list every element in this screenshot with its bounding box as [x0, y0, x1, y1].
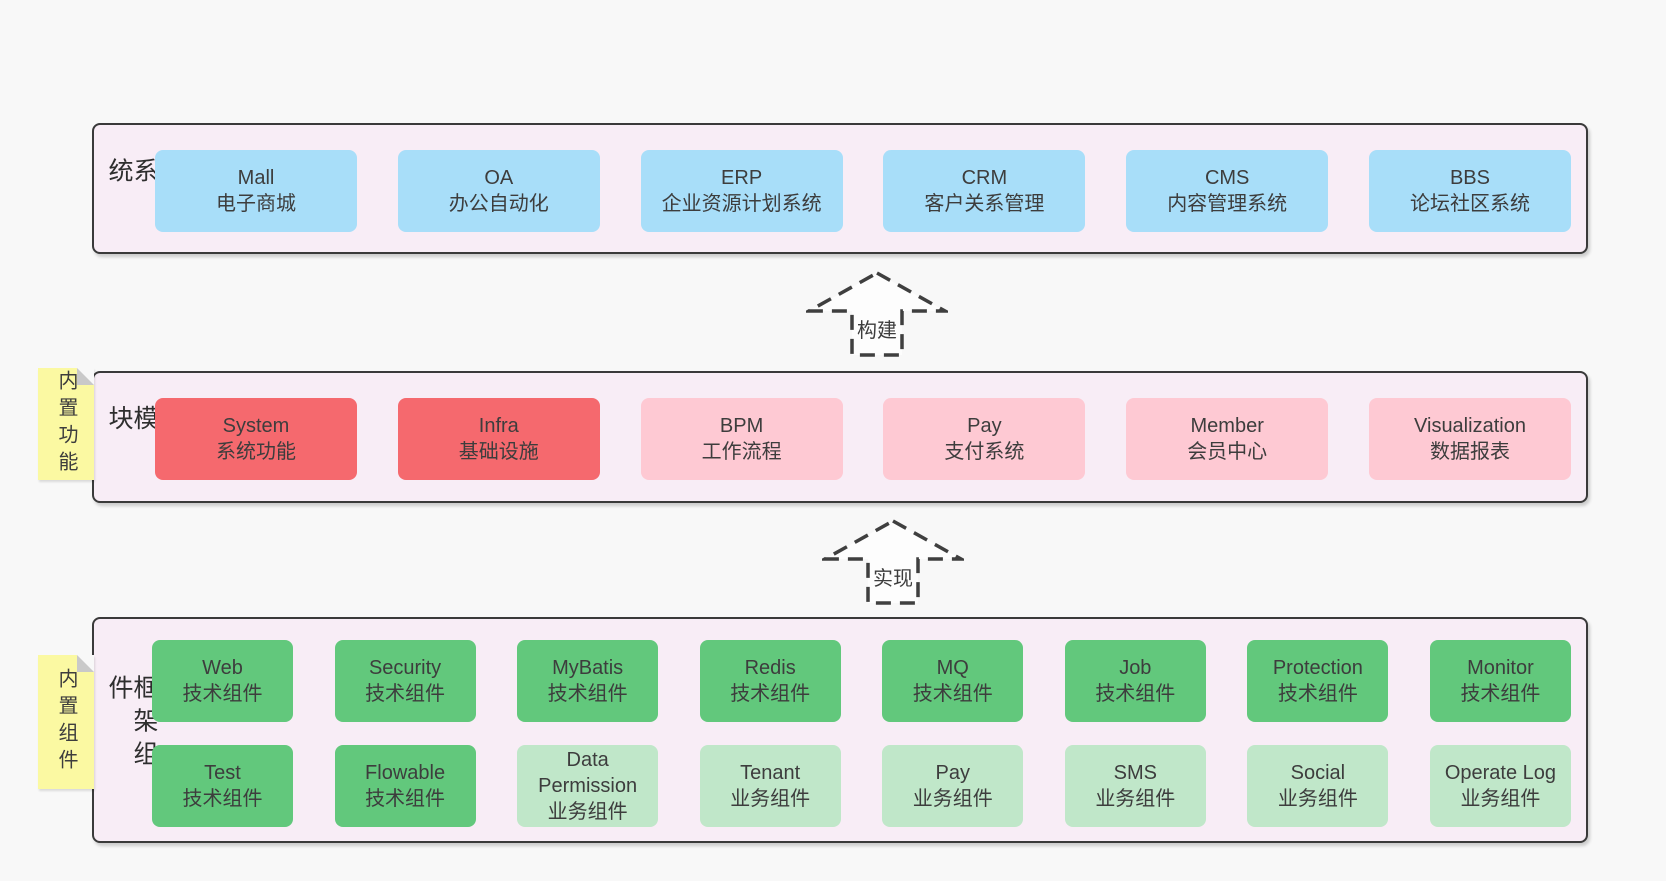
box-redis: Redis 技术组件	[699, 640, 841, 722]
dashed-up-arrow-icon	[822, 518, 964, 605]
box-sms: SMS 业务组件	[1064, 745, 1206, 827]
box-visualization: Visualization 数据报表	[1368, 398, 1571, 480]
box-protection: Protection 技术组件	[1247, 640, 1389, 722]
box-mq: MQ 技术组件	[882, 640, 1024, 722]
box-infra: Infra 基础设施	[397, 398, 600, 480]
box-flowable: Flowable 技术组件	[334, 745, 476, 827]
band-common-modules: 通用模块 System 系统功能 Infra 基础设施 BPM 工作流程 Pay…	[92, 371, 1588, 503]
folded-corner-icon	[77, 368, 94, 385]
box-erp: ERP 企业资源计划系统	[640, 150, 843, 232]
box-system: System 系统功能	[155, 398, 357, 480]
box-security: Security 技术组件	[334, 640, 476, 722]
box-data-permission: Data Permission 业务组件	[517, 745, 659, 827]
band-label-framework-components: 框架组件	[105, 674, 158, 774]
up-arrow-build: 构建	[806, 270, 948, 358]
box-social: Social 业务组件	[1247, 745, 1389, 827]
box-monitor: Monitor 技术组件	[1429, 640, 1571, 722]
box-cms: CMS 内容管理系统	[1126, 150, 1329, 232]
box-member: Member 会员中心	[1126, 398, 1329, 480]
box-pay-component: Pay 业务组件	[882, 745, 1024, 827]
box-pay-module: Pay 支付系统	[883, 398, 1086, 480]
framework-components-row-2: Test 技术组件 Flowable 技术组件 Data Permission …	[152, 745, 1571, 827]
band-framework-components: 框架组件 Web 技术组件 Security 技术组件 MyBatis 技术组件…	[92, 617, 1588, 843]
up-arrow-implement: 实现	[822, 518, 964, 606]
arrow-build-label: 构建	[857, 320, 897, 342]
dashed-up-arrow-icon	[806, 270, 948, 357]
band-business-systems: 业务系统 Mall 电子商城 OA 办公自动化 ERP 企业资源计划系统 CRM…	[92, 123, 1588, 254]
box-crm: CRM 客户关系管理	[883, 150, 1086, 232]
box-oa: OA 办公自动化	[397, 150, 600, 232]
sticky-note-builtin-features: 内置功能	[38, 368, 94, 480]
box-operate-log: Operate Log 业务组件	[1429, 745, 1571, 827]
folded-corner-icon	[77, 655, 94, 672]
box-test: Test 技术组件	[152, 745, 293, 827]
box-tenant: Tenant 业务组件	[699, 745, 841, 827]
box-mall: Mall 电子商城	[155, 150, 357, 232]
business-systems-row: Mall 电子商城 OA 办公自动化 ERP 企业资源计划系统 CRM 客户关系…	[155, 150, 1571, 232]
box-mybatis: MyBatis 技术组件	[517, 640, 659, 722]
framework-components-row-1: Web 技术组件 Security 技术组件 MyBatis 技术组件 Redi…	[152, 640, 1571, 722]
sticky-note-builtin-components: 内置组件	[38, 655, 94, 789]
arrow-implement-label: 实现	[873, 568, 913, 590]
box-web: Web 技术组件	[152, 640, 293, 722]
common-modules-row: System 系统功能 Infra 基础设施 BPM 工作流程 Pay 支付系统…	[155, 398, 1571, 480]
box-bpm: BPM 工作流程	[640, 398, 843, 480]
box-job: Job 技术组件	[1064, 640, 1206, 722]
box-bbs: BBS 论坛社区系统	[1368, 150, 1571, 232]
